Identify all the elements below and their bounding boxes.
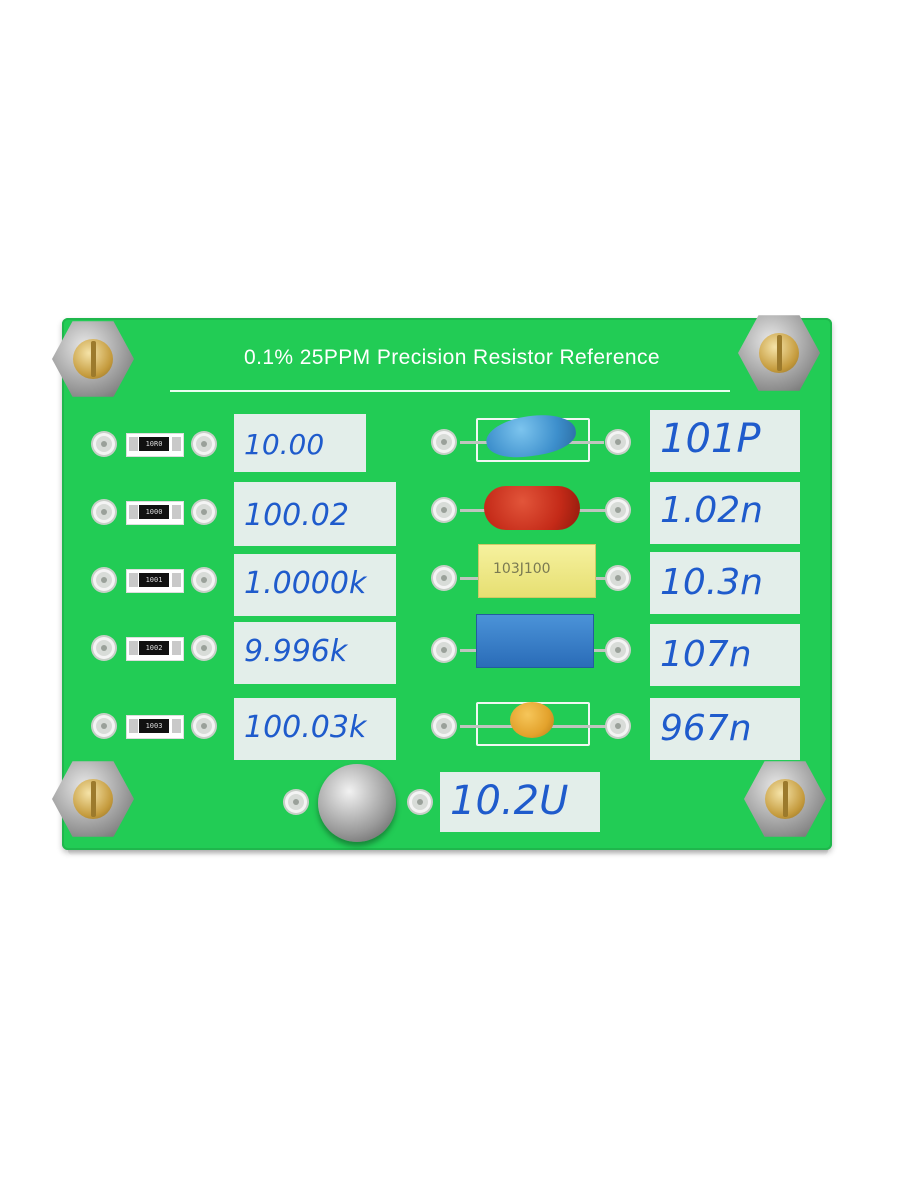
resistor-code: 1001: [139, 573, 169, 587]
ceramic-capacitor: [510, 702, 554, 738]
smd-resistor: 1000: [126, 501, 184, 525]
smd-resistor: 10R0: [126, 433, 184, 457]
solder-pad: [436, 502, 452, 518]
capacitor-marking: 103J100: [493, 561, 551, 577]
solder-pad: [96, 504, 112, 520]
standoff-nut: [738, 312, 820, 394]
resistor-code: 1003: [139, 719, 169, 733]
value-label: 101P: [650, 410, 800, 472]
pcb-board: 0.1% 25PPM Precision Resistor Reference …: [62, 318, 832, 850]
smd-resistor: 1003: [126, 715, 184, 739]
solder-pad: [610, 642, 626, 658]
solder-pad: [412, 794, 428, 810]
solder-pad: [436, 718, 452, 734]
standoff-nut: [744, 758, 826, 840]
solder-pad: [196, 572, 212, 588]
board-title: 0.1% 25PPM Precision Resistor Reference: [244, 346, 660, 369]
solder-pad: [96, 572, 112, 588]
standoff-nut: [52, 758, 134, 840]
solder-pad: [96, 718, 112, 734]
solder-pad: [610, 570, 626, 586]
value-label: 1.02n: [650, 482, 800, 544]
solder-pad: [96, 436, 112, 452]
solder-pad: [436, 570, 452, 586]
standoff-nut: [52, 318, 134, 400]
value-label: 107n: [650, 624, 800, 686]
electrolytic-capacitor: [318, 764, 396, 842]
solder-pad: [96, 640, 112, 656]
solder-pad: [196, 436, 212, 452]
solder-pad: [436, 642, 452, 658]
solder-pad: [610, 434, 626, 450]
resistor-code: 10R0: [139, 437, 169, 451]
solder-pad: [610, 502, 626, 518]
title-underline: [170, 390, 730, 392]
solder-pad: [288, 794, 304, 810]
smd-resistor: 1001: [126, 569, 184, 593]
box-capacitor: 103J100: [478, 544, 596, 598]
value-label: 1.0000k: [234, 554, 396, 616]
value-label: 10.00: [234, 414, 366, 472]
resistor-code: 1002: [139, 641, 169, 655]
solder-pad: [610, 718, 626, 734]
value-label: 100.02: [234, 482, 396, 546]
box-capacitor: [476, 614, 594, 668]
resistor-code: 1000: [139, 505, 169, 519]
value-label: 100.03k: [234, 698, 396, 760]
solder-pad: [436, 434, 452, 450]
value-label: 10.2U: [440, 772, 600, 832]
solder-pad: [196, 718, 212, 734]
smd-resistor: 1002: [126, 637, 184, 661]
solder-pad: [196, 640, 212, 656]
solder-pad: [196, 504, 212, 520]
value-label: 967n: [650, 698, 800, 760]
value-label: 9.996k: [234, 622, 396, 684]
film-capacitor: [484, 486, 580, 530]
value-label: 10.3n: [650, 552, 800, 614]
